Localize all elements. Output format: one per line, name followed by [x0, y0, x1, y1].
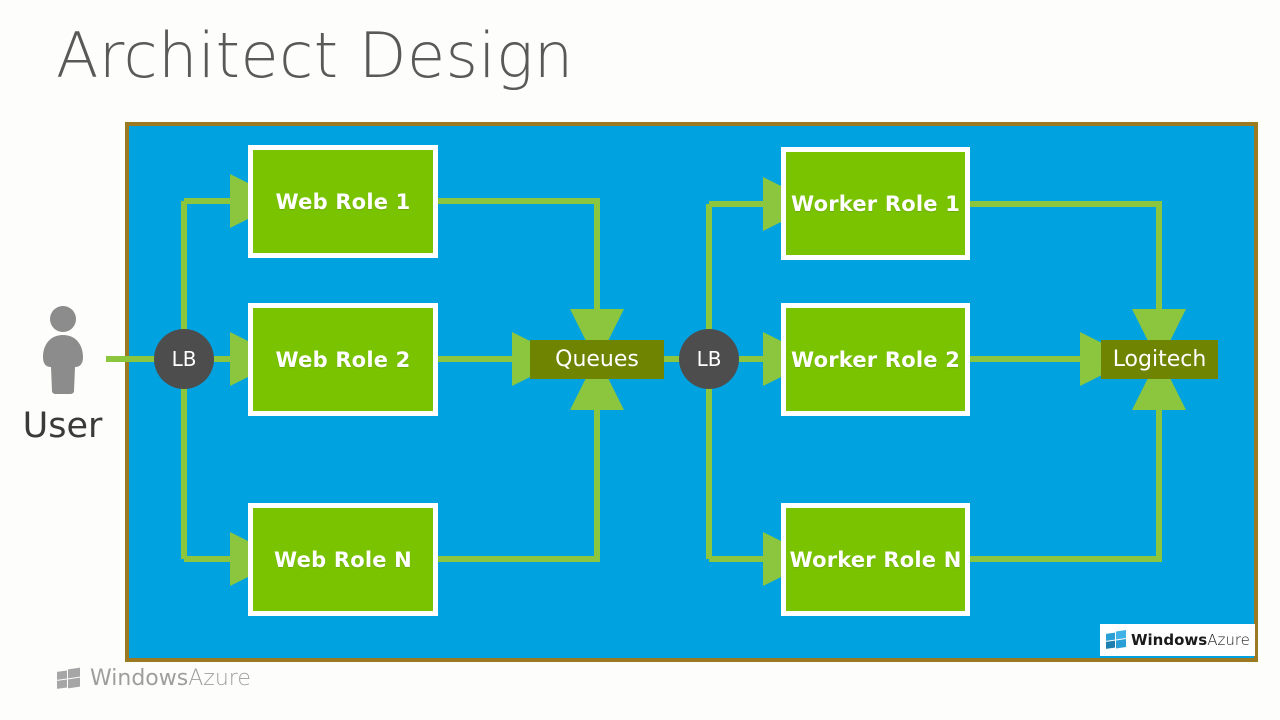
worker-role-n-label: Worker Role N: [789, 547, 962, 572]
windows-azure-badge-text: WindowsAzure: [1131, 631, 1250, 649]
web-role-2-box[interactable]: Web Role 2: [248, 303, 438, 416]
queues-box[interactable]: Queues: [530, 340, 664, 379]
load-balancer-web[interactable]: LB: [154, 329, 214, 389]
web-role-n-box[interactable]: Web Role N: [248, 503, 438, 616]
web-role-1-box[interactable]: Web Role 1: [248, 145, 438, 258]
windows-flag-icon: [1106, 630, 1126, 649]
load-balancer-web-label: LB: [171, 347, 197, 371]
queues-label: Queues: [555, 347, 639, 372]
web-role-1-label: Web Role 1: [275, 189, 411, 214]
web-role-n-label: Web Role N: [274, 547, 412, 572]
logitech-label: Logitech: [1112, 347, 1207, 372]
footer-logo-text: WindowsAzure: [90, 666, 251, 691]
person-icon: [42, 306, 83, 394]
load-balancer-worker-label: LB: [696, 347, 722, 371]
load-balancer-worker[interactable]: LB: [679, 329, 739, 389]
user-actor: User: [10, 305, 115, 446]
badge-brand: Windows: [1131, 631, 1208, 649]
windows-azure-badge: WindowsAzure: [1100, 624, 1255, 656]
worker-role-1-box[interactable]: Worker Role 1: [781, 147, 970, 260]
logitech-box[interactable]: Logitech: [1101, 340, 1218, 379]
footer-brand: Windows: [90, 666, 189, 691]
badge-product: Azure: [1207, 631, 1250, 649]
footer-windows-azure-logo: WindowsAzure: [56, 666, 251, 691]
footer-product: Azure: [188, 666, 251, 691]
page-title: Architect Design: [56, 19, 574, 92]
windows-flag-icon: [57, 667, 80, 689]
worker-role-2-label: Worker Role 2: [790, 347, 961, 372]
worker-role-1-label: Worker Role 1: [790, 191, 961, 216]
web-role-2-label: Web Role 2: [275, 347, 411, 372]
worker-role-2-box[interactable]: Worker Role 2: [781, 303, 970, 416]
worker-role-n-box[interactable]: Worker Role N: [781, 503, 970, 616]
user-label: User: [22, 406, 103, 446]
